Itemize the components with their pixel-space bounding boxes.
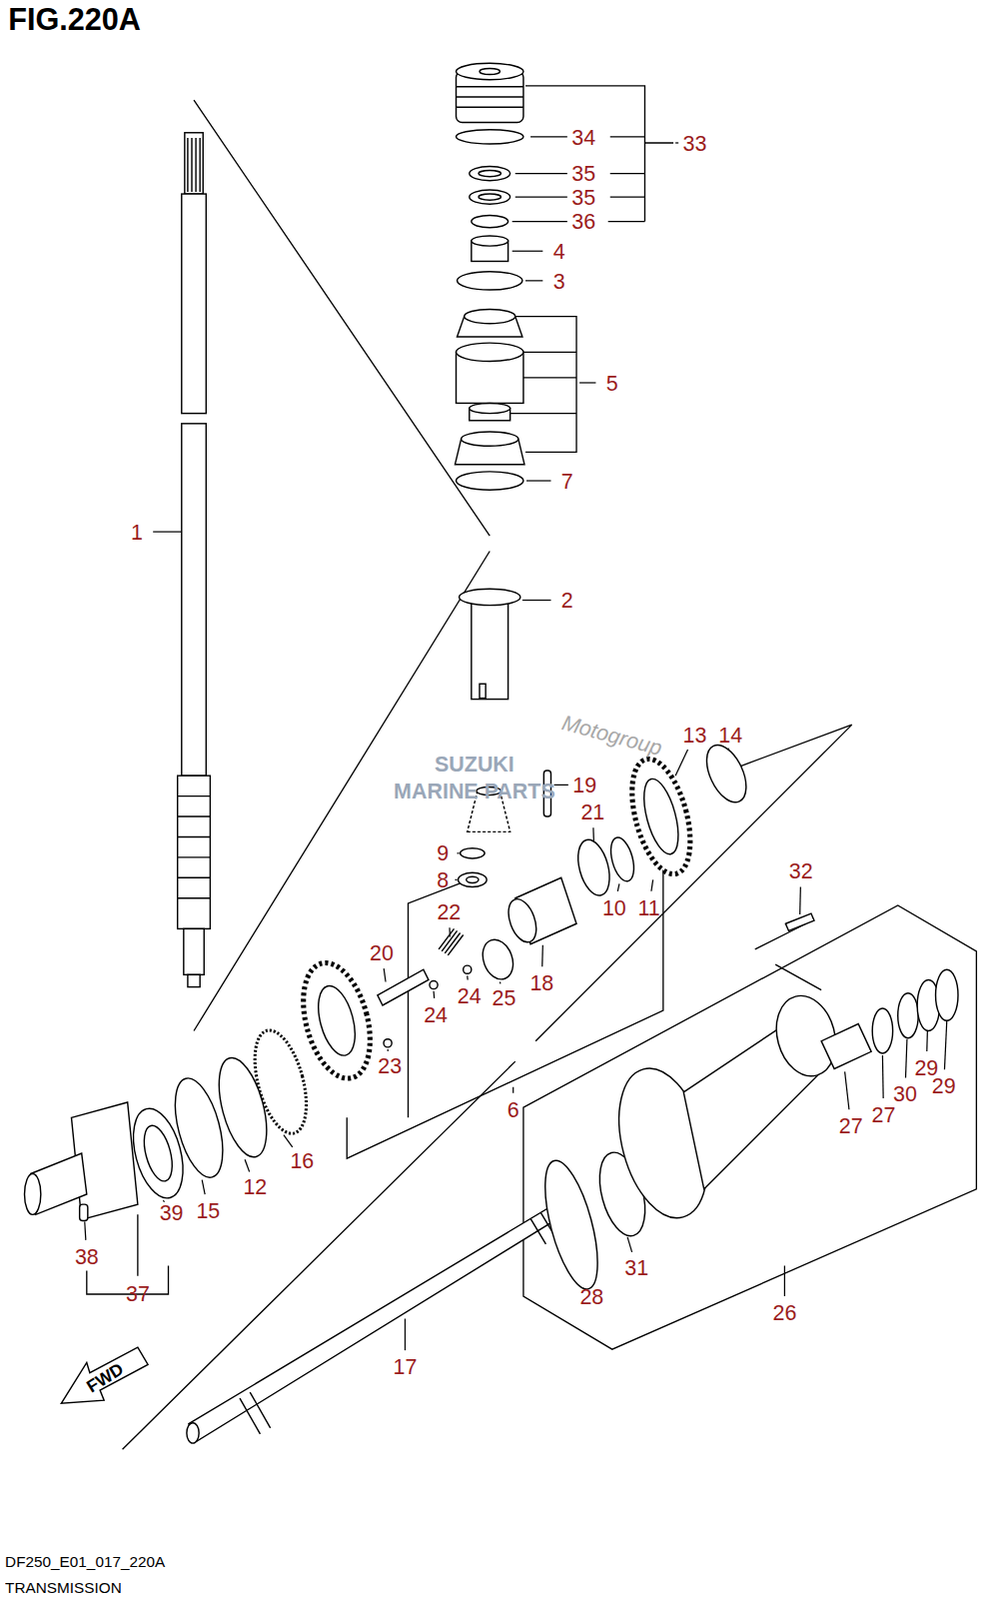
- leader-line: [784, 1264, 786, 1296]
- figure-title: FIG.220A: [7, 3, 141, 35]
- callout-number: 12: [242, 1175, 267, 1197]
- callout-number: 19: [572, 774, 597, 796]
- callout-number: 37: [125, 1281, 150, 1303]
- leader-line: [525, 279, 543, 281]
- callout-number: 27: [872, 1103, 897, 1125]
- leader-line: [466, 975, 469, 980]
- label-text: MARINE PARTS: [393, 780, 556, 802]
- leader-line: [617, 883, 620, 892]
- leader-line: [522, 599, 552, 601]
- callout-number: 20: [369, 941, 394, 963]
- callout-number: 5: [606, 371, 619, 393]
- leader-line: [432, 991, 435, 999]
- leader-line: [515, 172, 568, 174]
- leader-line: [845, 1070, 850, 1109]
- callout-number: 13: [683, 724, 708, 746]
- label-text: FWD: [83, 1359, 127, 1396]
- leader-line: [592, 827, 595, 842]
- callout-number: 35: [571, 185, 596, 207]
- callout-number: 27: [839, 1114, 864, 1136]
- leader-line: [84, 1220, 86, 1239]
- callout-number: 26: [772, 1301, 797, 1323]
- callout-number: 23: [377, 1054, 402, 1076]
- callout-number: 25: [492, 987, 517, 1008]
- leader-line: [512, 1086, 514, 1093]
- callout-number: 15: [195, 1199, 220, 1221]
- leader-line: [386, 1048, 388, 1051]
- leader-line: [627, 1236, 632, 1252]
- callout-number: 35: [571, 162, 596, 184]
- callout-number: 7: [561, 469, 574, 491]
- callout-number: 10: [602, 896, 627, 918]
- callout-number: 36: [571, 210, 596, 232]
- callout-number: 31: [624, 1256, 649, 1278]
- callout-number: 28: [579, 1284, 604, 1306]
- leader-line: [454, 879, 457, 881]
- leader-line: [541, 945, 544, 967]
- leader-line: [201, 1179, 205, 1195]
- callout-number: 22: [436, 900, 461, 922]
- leader-line: [579, 381, 596, 383]
- callout-number: 34: [571, 125, 596, 147]
- leader-line: [554, 784, 569, 786]
- leader-line: [499, 981, 502, 984]
- leader-line: [152, 530, 182, 532]
- leader-line: [944, 1019, 947, 1069]
- callout-number: 24: [423, 1003, 448, 1024]
- callout-number: 2: [561, 589, 574, 611]
- leader-line: [651, 879, 654, 891]
- callout-number: 39: [159, 1201, 184, 1223]
- callout-number: 18: [529, 972, 554, 994]
- leader-line: [404, 1318, 406, 1351]
- leader-line: [448, 927, 451, 937]
- callout-number: 11: [637, 896, 660, 918]
- drawing-code: DF250_E01_017_220A: [4, 1552, 165, 1568]
- leader-line: [512, 250, 544, 252]
- leader-line: [926, 1030, 929, 1051]
- leader-line: [799, 887, 802, 916]
- label-text: SUZUKI: [434, 752, 515, 774]
- callout-number: 30: [893, 1082, 918, 1104]
- callout-number: 33: [683, 131, 708, 153]
- leader-line: [515, 195, 568, 197]
- callout-number: 1: [130, 520, 143, 542]
- label-text: Motogroup: [559, 711, 665, 759]
- leader-line: [675, 749, 688, 776]
- callout-number: 14: [718, 724, 743, 746]
- leader-line: [526, 479, 552, 481]
- leader-line: [457, 852, 460, 854]
- leader-line: [383, 968, 386, 982]
- callout-number: 8: [436, 869, 449, 891]
- callout-number: 16: [289, 1148, 314, 1170]
- leader-line: [905, 1038, 907, 1078]
- callout-number: 17: [393, 1355, 418, 1377]
- callout-number: 6: [507, 1097, 520, 1119]
- callout-number: 21: [580, 800, 605, 822]
- callout-number: 38: [74, 1244, 99, 1266]
- leader-line: [512, 220, 568, 222]
- caption: TRANSMISSION: [4, 1579, 122, 1595]
- callout-number: 9: [436, 842, 449, 864]
- callout-number: 29: [932, 1074, 957, 1096]
- callout-number: 3: [553, 269, 566, 291]
- leader-line: [244, 1158, 250, 1171]
- leader-line: [530, 135, 568, 137]
- callout-number: 24: [457, 985, 482, 1007]
- callout-number: 32: [789, 859, 814, 881]
- leader-line: [675, 141, 679, 143]
- callout-number: 4: [553, 240, 566, 262]
- leader-line: [882, 1054, 885, 1098]
- leader-line: [728, 748, 730, 751]
- leader-line: [283, 1134, 293, 1147]
